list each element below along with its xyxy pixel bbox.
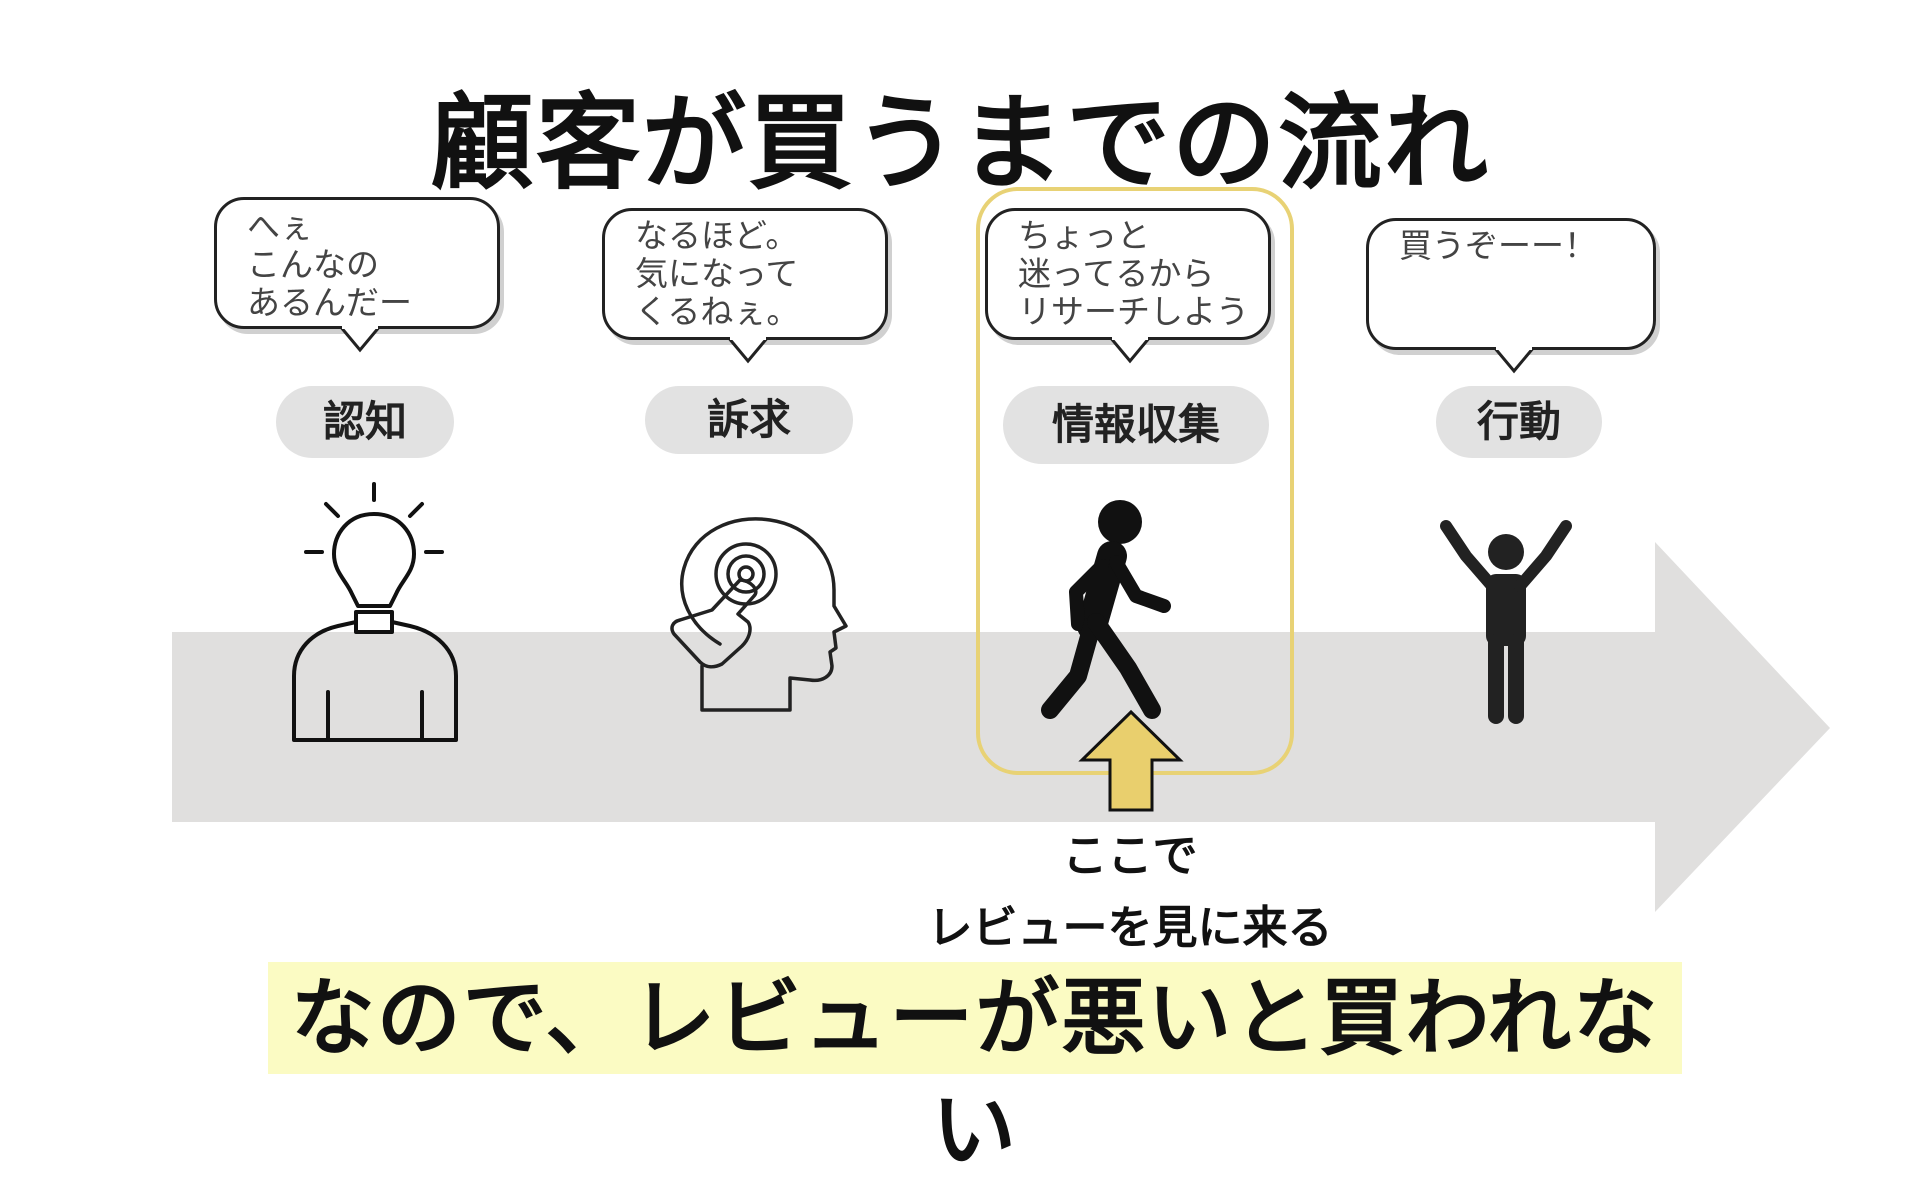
speech-bubble-action: 買うぞーー！: [1366, 218, 1656, 350]
review-note: ここで レビューを見に来る: [927, 829, 1333, 954]
bubble-text: ちょっと 迷ってるから リサーチしよう: [1018, 216, 1249, 331]
speech-bubble-research: ちょっと 迷ってるから リサーチしよう: [985, 208, 1271, 340]
bubble-tail: [1492, 347, 1536, 374]
conclusion-highlight: [268, 962, 1682, 1074]
page-title: 顧客が買うまでの流れ: [429, 82, 1490, 204]
bubble-tail: [1108, 337, 1152, 364]
flow-arrow: [172, 542, 1830, 912]
bubble-text: 買うぞーー！: [1399, 226, 1597, 265]
walking-person-icon: [1041, 500, 1171, 719]
bubble-text: なるほど。 気になって くるねぇ。: [635, 216, 800, 331]
up-arrow-icon: [1078, 709, 1184, 812]
speech-bubble-appeal: なるほど。 気になって くるねぇ。: [602, 208, 888, 340]
speech-bubble-awareness: へぇ こんなの あるんだー: [214, 197, 500, 329]
bubble-tail: [338, 326, 382, 353]
bubble-tail: [726, 337, 770, 364]
stage-label-action: 行動: [1436, 386, 1602, 458]
stage-label-research: 情報収集: [1003, 386, 1269, 464]
stage-label-appeal: 訴求: [645, 386, 853, 454]
lightbulb-person-icon: [292, 482, 458, 742]
stage-label-awareness: 認知: [276, 386, 454, 458]
head-touch-icon: [670, 517, 848, 712]
conclusion-text: なので、レビューが悪いと買われない: [290, 969, 1660, 1179]
bubble-text: へぇ こんなの あるんだー: [247, 207, 412, 322]
cheering-person-icon: [1440, 520, 1572, 724]
